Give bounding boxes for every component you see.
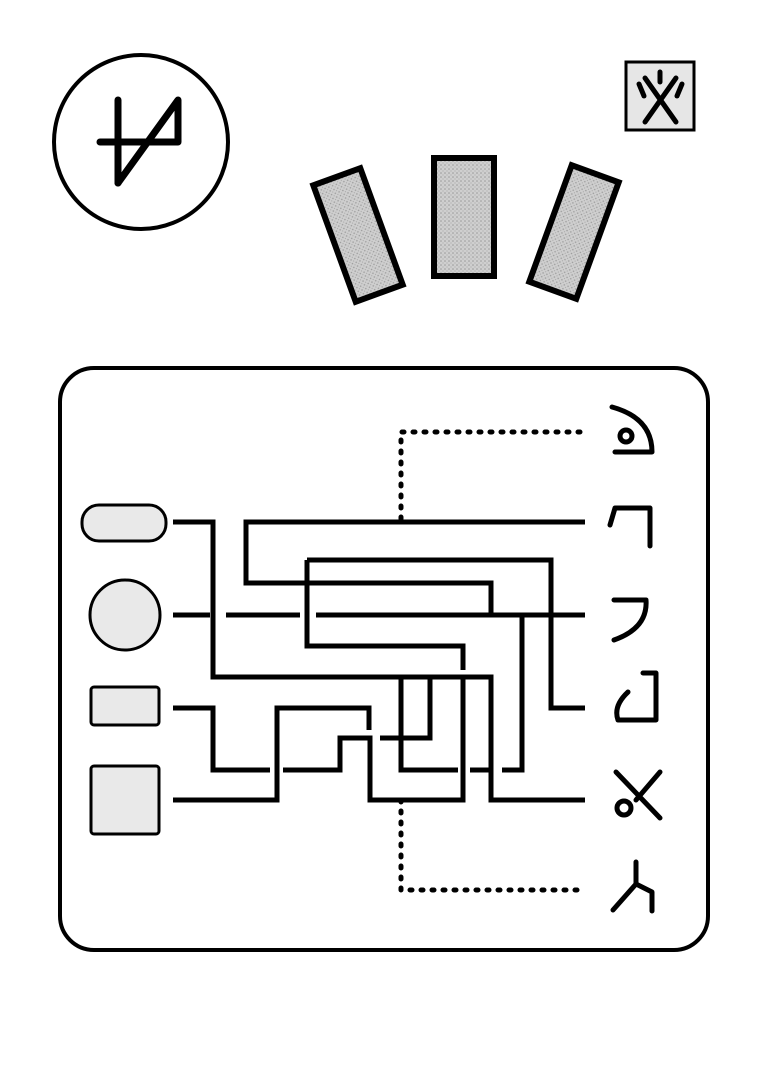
wire-7 (307, 557, 585, 711)
wire-4 (173, 705, 372, 803)
pill-shape-icon[interactable] (80, 503, 168, 543)
shaded-tile-center (431, 155, 497, 279)
seven-arc-glyph-icon[interactable] (611, 597, 649, 643)
wire-maze-panel (58, 366, 710, 952)
wire-6 (304, 560, 466, 670)
shaded-tile-left (309, 164, 407, 306)
main-symbol (52, 53, 230, 231)
wire-9 (380, 677, 433, 741)
wire-5 (243, 519, 585, 615)
x-with-dashes-glyph-icon (636, 69, 685, 125)
dotted-wire-bottom (398, 797, 588, 893)
wire-maze (173, 429, 588, 893)
corner-symbol (624, 60, 696, 132)
wire-10 (440, 674, 585, 803)
circle-shape-icon[interactable] (88, 578, 162, 652)
tile-row (309, 155, 623, 306)
wire-1 (173, 519, 466, 803)
shaded-tile-right (525, 161, 623, 303)
dot-x-glyph-icon[interactable] (613, 769, 663, 821)
cup-hook-glyph-icon[interactable] (614, 670, 659, 723)
left-shapes (80, 503, 168, 836)
dotted-wire-top (398, 429, 583, 523)
branch-glyph-icon[interactable] (610, 859, 655, 914)
wire-8 (398, 677, 490, 773)
dot-arc-glyph-icon[interactable] (609, 404, 655, 455)
wire-3 (173, 705, 270, 773)
small-rectangle-shape-icon[interactable] (89, 685, 161, 727)
square-shape-icon[interactable] (89, 764, 161, 836)
right-glyphs (607, 404, 663, 914)
crossed-four-glyph-icon (96, 96, 182, 187)
wire-11 (502, 615, 525, 773)
hook-glyph-icon[interactable] (607, 505, 653, 549)
